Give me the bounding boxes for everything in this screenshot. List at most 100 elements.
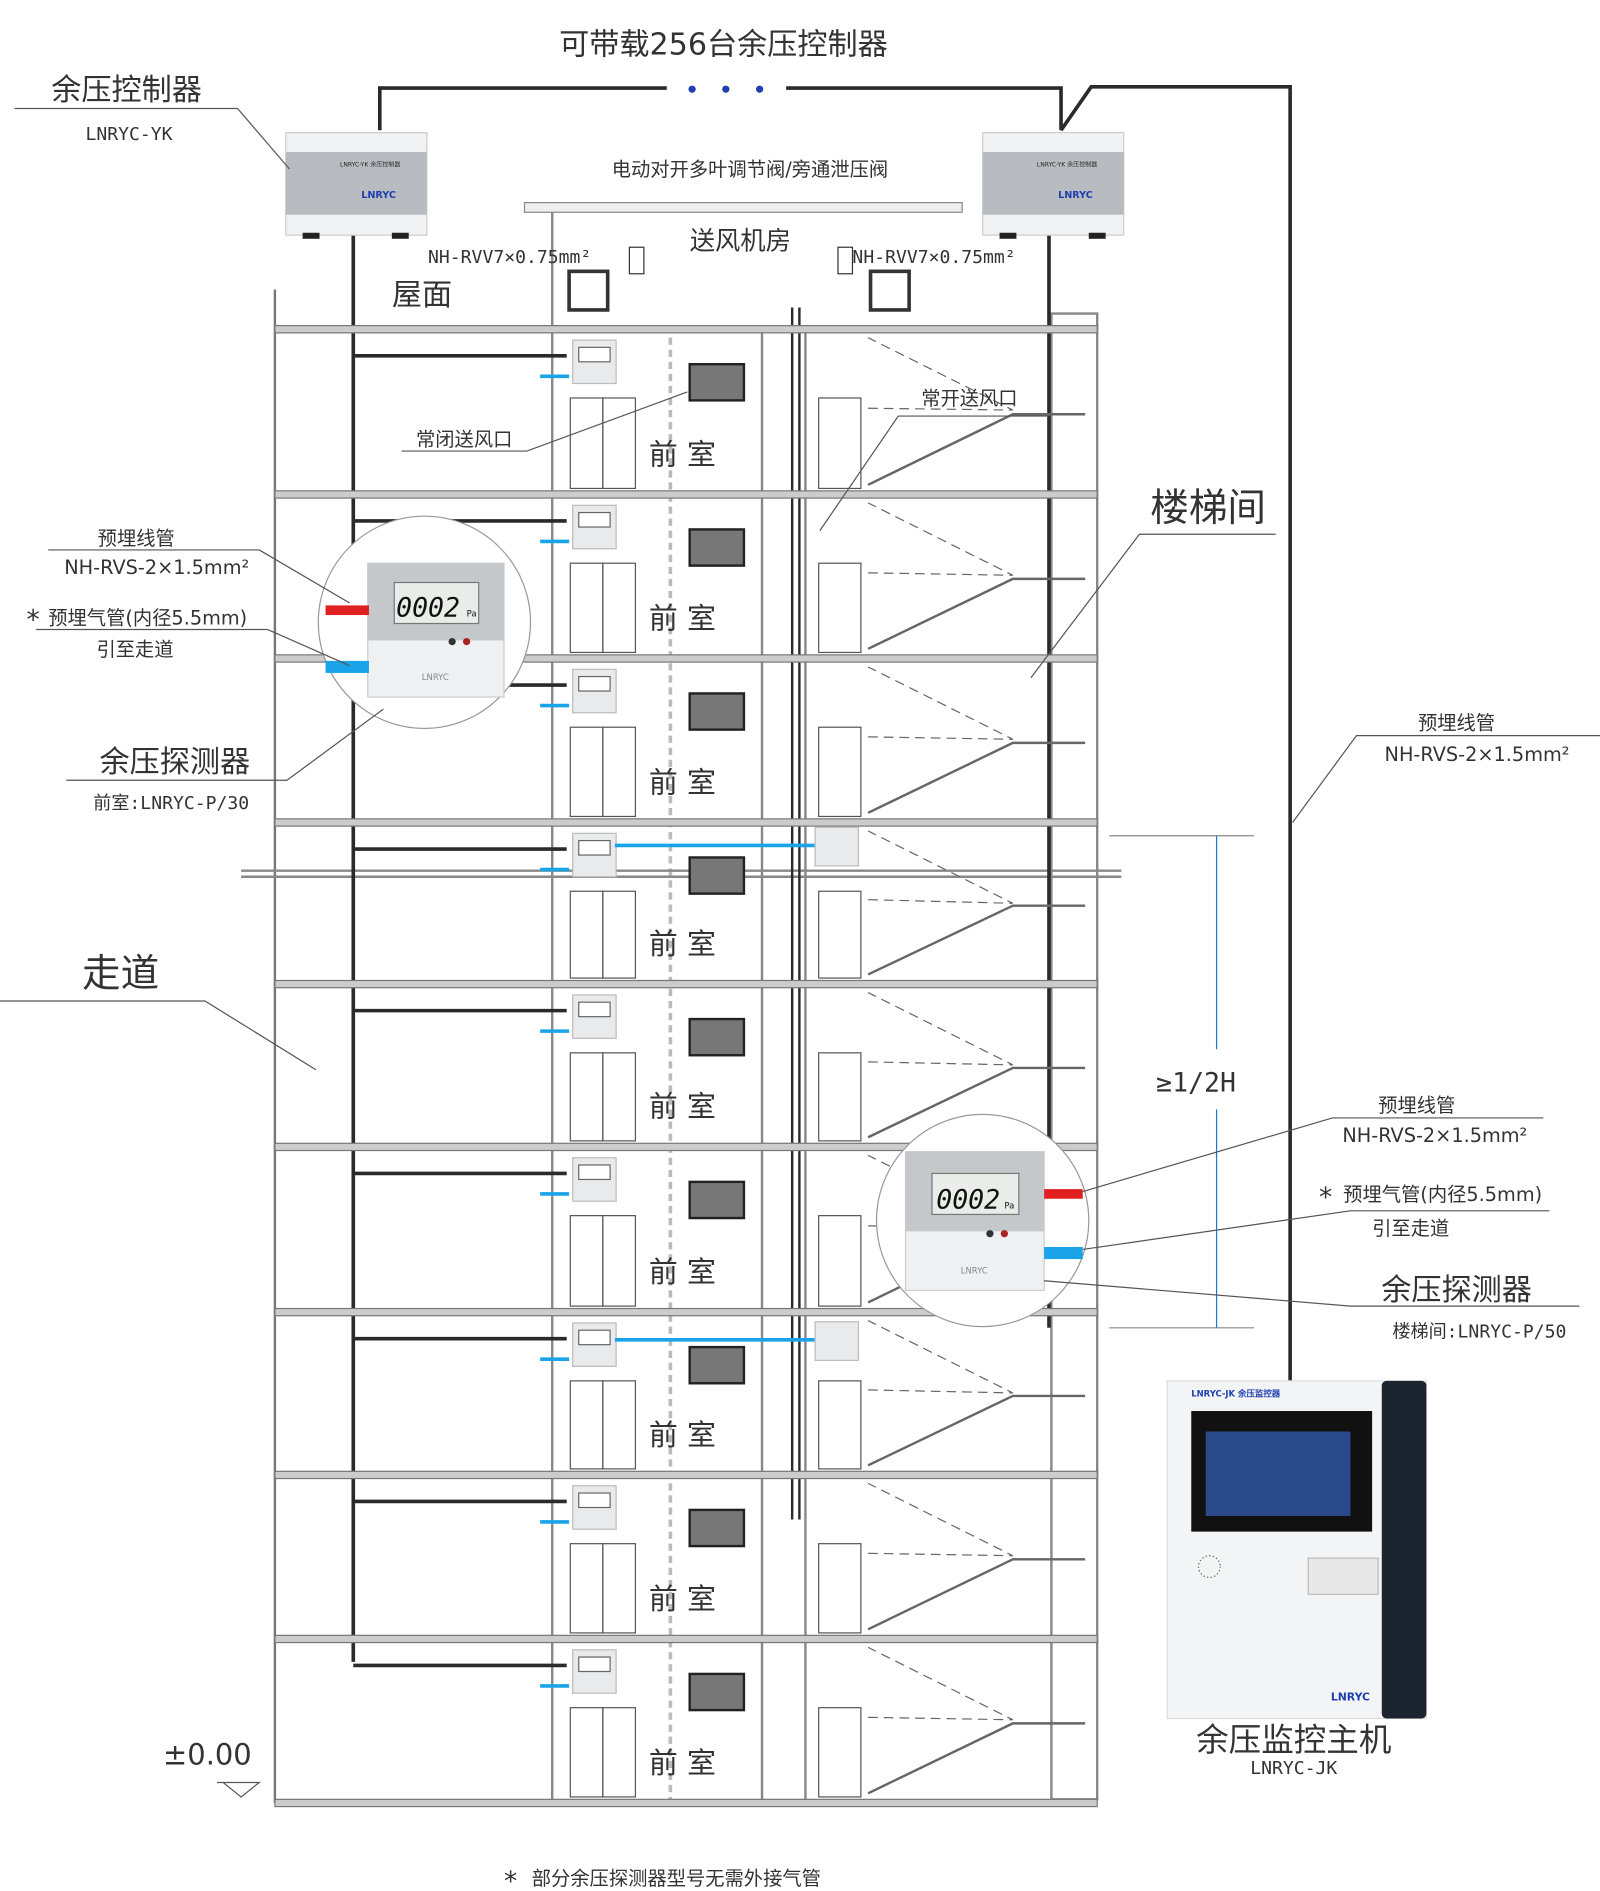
door-leaf: [569, 562, 604, 654]
door-leaf: [602, 726, 637, 818]
stair-door: [818, 1707, 862, 1798]
detector-display: [578, 511, 611, 528]
supply-vent-icon: [688, 528, 746, 567]
svg-text:Pa: Pa: [1004, 1200, 1014, 1210]
supply-vent-icon: [688, 1180, 746, 1220]
stair-flight: [867, 502, 1014, 576]
detector-display: [578, 1329, 611, 1346]
supply-vent-icon: [688, 1017, 746, 1057]
stair-door: [818, 397, 862, 490]
controller-right: LNRYC-YK 余压控制器 LNRYC: [982, 132, 1125, 239]
stairwell-wall: [1050, 312, 1099, 1801]
stair-door: [818, 1052, 862, 1142]
detector-large-right: 0002 Pa LNRYC: [904, 1151, 1045, 1292]
supply-vent-icon: [688, 363, 746, 402]
machine-room-roof: [523, 202, 963, 213]
controller-label: 余压控制器: [51, 73, 202, 108]
machine-room-label: 送风机房: [690, 226, 791, 256]
supply-vent-icon: [688, 1672, 746, 1712]
floor-slab: [274, 1142, 1098, 1152]
diagram-title: 可带载256台余压控制器: [559, 27, 888, 62]
door-leaf: [602, 1380, 637, 1470]
stair-flight: [867, 666, 1014, 740]
right-detector-model: 楼梯间:LNRYC-P/50: [1392, 1321, 1566, 1342]
stair-flight: [867, 1646, 1014, 1721]
svg-text:LNRYC: LNRYC: [361, 190, 396, 201]
door-leaf: [569, 1380, 604, 1470]
ground-level: ±0.00: [163, 1737, 252, 1771]
star-icon: *: [504, 1866, 517, 1891]
door-leaf: [602, 397, 637, 490]
left-conduit-spec: NH-RVS-2×1.5mm²: [64, 556, 249, 579]
right-conduit-spec: NH-RVS-2×1.5mm²: [1342, 1124, 1527, 1147]
front-room-label: 前 室: [649, 1418, 716, 1452]
door-leaf: [569, 726, 604, 818]
stair-door: [818, 1215, 862, 1307]
right-detector-label: 余压探测器: [1381, 1273, 1532, 1308]
stair-flight: [867, 1482, 1014, 1557]
stair-door: [818, 890, 862, 979]
floor-slab: [274, 490, 1098, 499]
door-leaf: [602, 890, 637, 979]
door-leaf: [602, 1215, 637, 1307]
normally-open-vent-label: 常开送风口: [921, 387, 1017, 410]
height-note: ≥1/2H: [1156, 1067, 1236, 1098]
fan-icon: [567, 269, 610, 312]
stair-flight: [867, 413, 1086, 486]
door-leaf: [569, 397, 604, 490]
stair-door: [818, 1543, 862, 1634]
stairwell-detector-small: [814, 1321, 860, 1361]
door-leaf: [569, 1707, 604, 1798]
svg-text:LNRYC: LNRYC: [422, 672, 449, 682]
stair-flight: [867, 991, 1014, 1066]
signal-wire-red: [325, 605, 369, 616]
left-detector-label: 余压探测器: [100, 745, 251, 780]
stair-flight: [867, 830, 1014, 904]
controller-model: LNRYC-YK: [85, 124, 172, 145]
svg-text:LNRYC-YK 余压控制器: LNRYC-YK 余压控制器: [1037, 160, 1097, 168]
height-dimension: [1109, 835, 1254, 1329]
supply-vent-icon: [688, 1345, 746, 1385]
stair-flight: [867, 337, 1014, 411]
door-leaf: [602, 1543, 637, 1634]
svg-text:Pa: Pa: [467, 608, 477, 618]
cable-spec-right: NH-RVV7×0.75mm²: [852, 247, 1015, 268]
svg-text:LNRYC-YK 余压控制器: LNRYC-YK 余压控制器: [340, 160, 400, 168]
door-leaf: [602, 1707, 637, 1798]
building-section: 前 室前 室前 室前 室前 室前 室前 室前 室前 室: [241, 202, 1122, 1808]
upper-conduit-spec: NH-RVS-2×1.5mm²: [1385, 743, 1570, 766]
right-conduit-label: 预埋线管: [1378, 1094, 1455, 1117]
controller-left: LNRYC-YK 余压控制器 LNRYC: [285, 132, 428, 239]
stair-flight: [867, 1394, 1086, 1467]
front-room-label: 前 室: [649, 927, 716, 961]
cable-spec-left: NH-RVV7×0.75mm²: [428, 247, 591, 268]
front-room-label: 前 室: [649, 1746, 716, 1780]
continuation-dots: [688, 85, 764, 93]
detector-display: [578, 675, 611, 692]
door-leaf: [569, 1543, 604, 1634]
stair-flight: [867, 904, 1086, 976]
stair-flight: [867, 1558, 1086, 1631]
air-pipe-blue: [325, 660, 369, 673]
door-leaf: [569, 1215, 604, 1307]
detector-display: [578, 1164, 611, 1181]
bus-cable: [377, 85, 1292, 1381]
door-leaf: [569, 1052, 604, 1142]
stair-flight: [867, 1722, 1086, 1795]
star-icon: *: [1319, 1182, 1332, 1213]
front-room-label: 前 室: [649, 1090, 716, 1124]
stairwell-label: 楼梯间: [1150, 486, 1266, 531]
stair-flight: [867, 577, 1086, 650]
door-leaf: [569, 890, 604, 979]
left-detector-model: 前室:LNRYC-P/30: [93, 793, 249, 814]
left-to-corridor: 引至走道: [96, 638, 173, 661]
star-icon: *: [27, 604, 40, 635]
right-to-corridor: 引至走道: [1372, 1217, 1449, 1240]
stair-door: [818, 562, 862, 654]
floor-slab: [274, 654, 1098, 663]
floor-slab: [274, 1634, 1098, 1644]
floor-slab: [274, 979, 1098, 989]
front-room-label: 前 室: [649, 765, 716, 799]
supply-vent-icon: [688, 692, 746, 731]
